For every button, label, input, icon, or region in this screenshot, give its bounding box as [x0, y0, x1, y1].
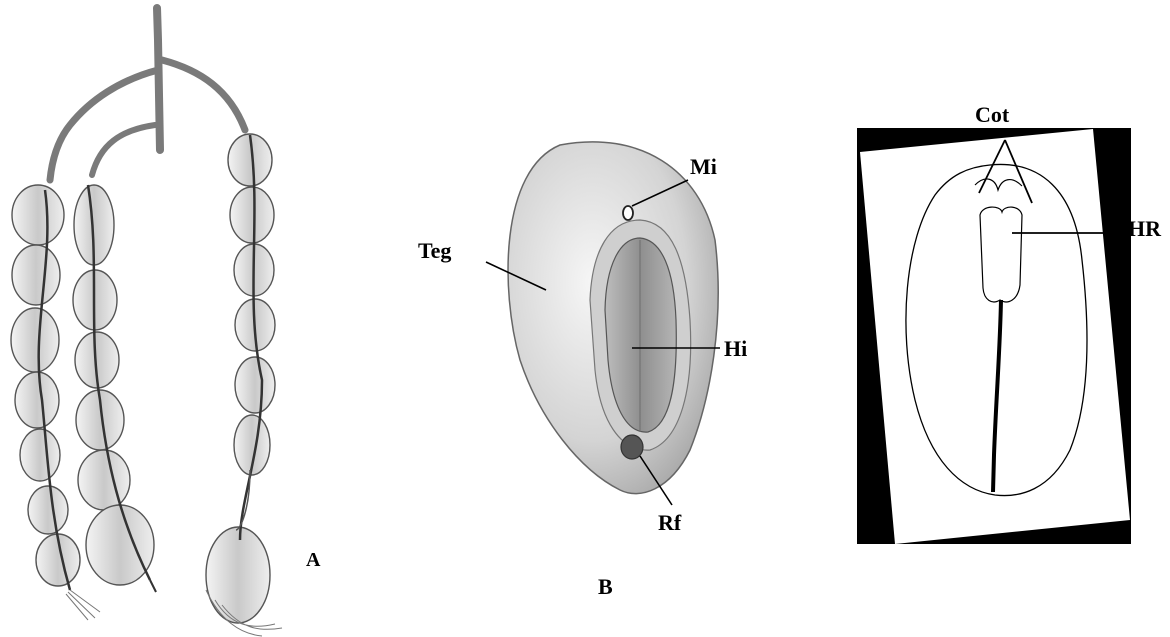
pod-stem — [50, 8, 245, 180]
micropyle-pore — [623, 206, 633, 220]
label-hilum: Hi — [724, 338, 747, 360]
label-cotyledons: Cot — [975, 104, 1009, 126]
panel-c-section — [857, 128, 1131, 544]
raphe-dot — [621, 435, 643, 459]
panel-b-label: B — [598, 576, 613, 598]
label-tegmen: Teg — [418, 240, 451, 262]
label-hypocotyl-radicle: HR — [1128, 218, 1161, 240]
panel-a-label: A — [306, 550, 320, 570]
label-raphe: Rf — [658, 512, 681, 534]
pod-right — [206, 134, 282, 636]
pod-middle — [73, 185, 156, 592]
label-micropyle: Mi — [690, 156, 717, 178]
panel-b-seed-drawing — [508, 142, 718, 494]
